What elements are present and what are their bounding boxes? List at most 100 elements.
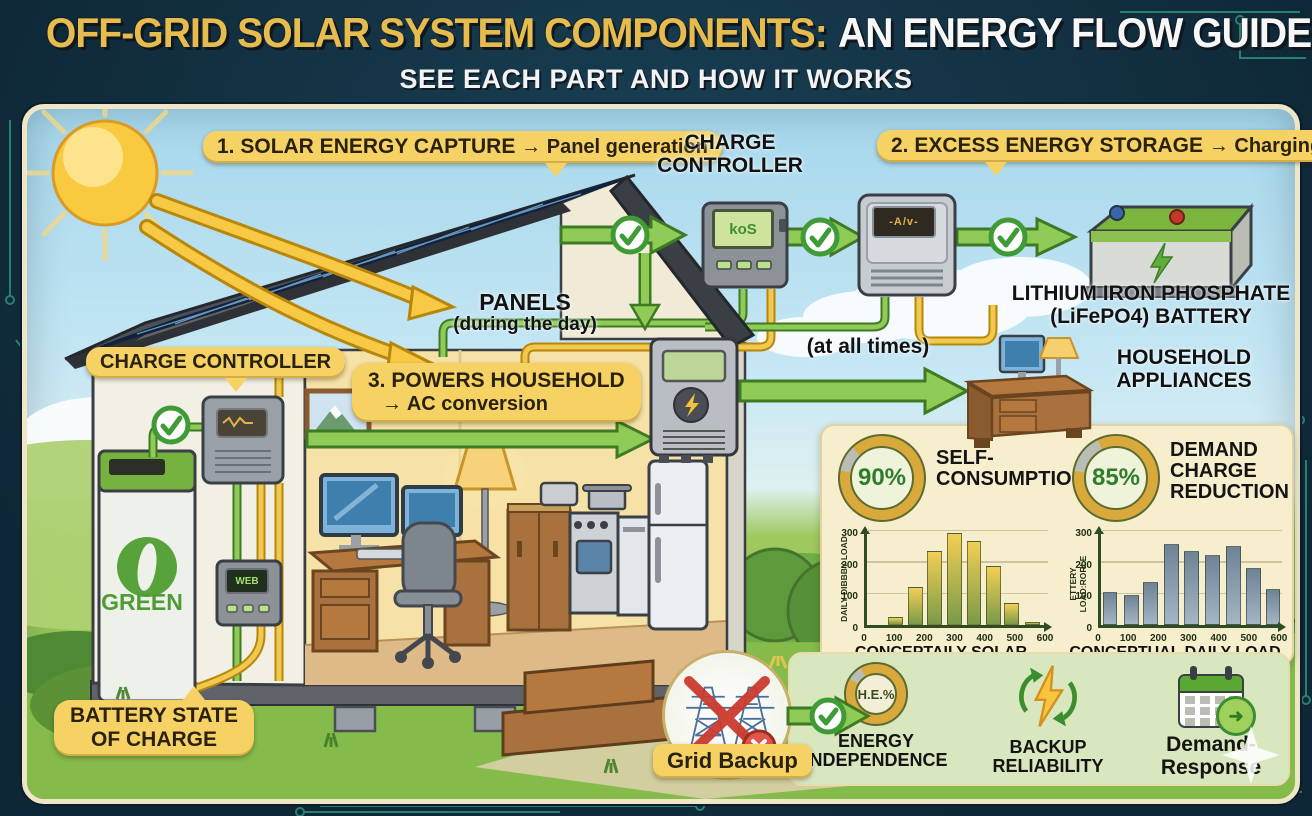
x-tick-label: 400 bbox=[1210, 633, 1227, 644]
stats-panel: 90% SELF- CONSUMPTION 85% DEMAND CHARGE … bbox=[820, 424, 1294, 666]
bar bbox=[927, 550, 943, 625]
bar bbox=[1205, 555, 1221, 625]
callout-step3: 3. POWERS HOUSEHOLD → AC conversion bbox=[352, 363, 641, 422]
label-panels: PANELS (during the day) bbox=[453, 289, 597, 335]
inverter-screen: -A/v- bbox=[872, 206, 936, 238]
demand-charge-pct: 85% bbox=[1084, 446, 1148, 510]
he-pct-text: H.E.% bbox=[855, 673, 897, 715]
x-tick-label: 0 bbox=[861, 633, 867, 644]
x-tick-label: 300 bbox=[1180, 633, 1197, 644]
x-tick-label: 500 bbox=[1240, 633, 1258, 644]
self-consumption-label: SELF- CONSUMPTION bbox=[936, 447, 1086, 490]
benefit-energy-independence: H.E.% ENERGY INDEPENDENCE bbox=[792, 662, 960, 771]
callout-step2: 2. EXCESS ENERGY STORAGE → Charging bbox=[877, 130, 1312, 176]
bar bbox=[947, 533, 962, 625]
infographic-panel bbox=[22, 104, 1300, 804]
lifepo4-battery bbox=[1086, 202, 1255, 298]
green-battery-tower bbox=[97, 449, 197, 703]
bar bbox=[907, 587, 923, 625]
benefit-demand-response: ➜ Demand-Response bbox=[1136, 662, 1286, 779]
x-tick-label: 600 bbox=[1036, 633, 1054, 644]
x-tick-label: 100 bbox=[885, 633, 903, 644]
checkmark-circles bbox=[151, 215, 1028, 445]
bar bbox=[888, 617, 904, 625]
y-tick-label: 0 bbox=[852, 623, 858, 634]
x-tick-label: 300 bbox=[946, 633, 963, 644]
bar bbox=[1102, 591, 1118, 625]
bar bbox=[1143, 582, 1159, 625]
calendar-arrow-icon: ➜ bbox=[1216, 696, 1256, 736]
y-tick-label: 300 bbox=[1075, 528, 1092, 539]
step3-line1: 3. POWERS HOUSEHOLD bbox=[368, 369, 625, 392]
bar bbox=[1004, 602, 1020, 625]
solar-chart-plot bbox=[860, 526, 1052, 632]
self-consumption-gauge: 90% bbox=[838, 434, 926, 522]
gridline bbox=[867, 529, 1048, 531]
x-tick-label: 600 bbox=[1270, 633, 1288, 644]
label-at-all-times: (at all times) bbox=[806, 335, 930, 358]
cables bbox=[438, 289, 998, 371]
load-chart-plot bbox=[1094, 526, 1286, 632]
bar bbox=[1226, 545, 1242, 625]
callout-battery-soc: BATTERY STATE OF CHARGE bbox=[54, 686, 254, 756]
bar bbox=[1245, 568, 1261, 625]
y-tick-label: 300 bbox=[841, 528, 858, 539]
label-battery: LITHIUM IRON PHOSPHATE (LiFePO4) BATTERY bbox=[1011, 282, 1291, 328]
step2-rest: → Charging bbox=[1208, 135, 1312, 157]
sun bbox=[27, 109, 194, 262]
scene-illustration bbox=[27, 109, 1295, 799]
step1-rest: → Panel generation bbox=[521, 136, 708, 158]
solar-chart-xticks: 0 100 200 300 400 500 600 bbox=[861, 633, 1053, 645]
callout-charge-controller-wall: CHARGE CONTROLLER bbox=[86, 347, 346, 392]
charge-controller-screen: koS bbox=[712, 209, 774, 249]
y-tick-label: 100 bbox=[1075, 591, 1092, 603]
bar bbox=[1164, 544, 1180, 625]
bar bbox=[1265, 588, 1281, 625]
bar bbox=[1025, 621, 1041, 625]
page-title: OFF-GRID SOLAR SYSTEM COMPONENTS:AN ENER… bbox=[45, 9, 1312, 56]
fridge bbox=[647, 459, 709, 631]
x-tick-label: 0 bbox=[1095, 633, 1101, 644]
page-subtitle: SEE EACH PART AND HOW IT WORKS bbox=[399, 64, 913, 94]
energy-independence-gauge-icon: H.E.% bbox=[844, 662, 908, 726]
calendar-icon: ➜ bbox=[1178, 666, 1256, 736]
callout-step1: 1. SOLAR ENERGY CAPTURE → Panel generati… bbox=[203, 131, 722, 177]
load-chart-xticks: 0 100 200 300 400 500 600 bbox=[1095, 633, 1287, 645]
charge-controller-device-wall bbox=[201, 395, 285, 485]
benefit-backup-reliability: BACKUP RELIABILITY bbox=[964, 662, 1132, 777]
demand-charge-label: DEMAND CHARGE REDUCTION bbox=[1170, 439, 1289, 503]
x-tick-label: 200 bbox=[915, 633, 933, 644]
x-tick-label: 400 bbox=[976, 633, 993, 644]
bar bbox=[1123, 594, 1139, 625]
gridline bbox=[1101, 529, 1282, 531]
bar bbox=[986, 566, 1002, 625]
x-tick-label: 100 bbox=[1119, 633, 1137, 644]
bolt-cycle-icon bbox=[1019, 665, 1077, 727]
self-consumption-pct: 90% bbox=[850, 446, 914, 510]
battery-monitor-screen: WEB bbox=[225, 568, 269, 594]
step2-bold: 2. EXCESS ENERGY STORAGE bbox=[891, 134, 1203, 157]
bar bbox=[966, 541, 982, 625]
x-tick-label: 200 bbox=[1149, 633, 1167, 644]
callout-grid-backup: Grid Backup bbox=[653, 744, 812, 778]
y-tick-label: 200 bbox=[841, 559, 858, 571]
wall-inverter-device bbox=[649, 337, 739, 463]
x-tick-label: 500 bbox=[1006, 633, 1024, 644]
title-white: AN ENERGY FLOW GUIDE bbox=[837, 9, 1312, 56]
bar bbox=[1184, 550, 1199, 625]
load-chart-yticks: 0 100 200 300 bbox=[1062, 528, 1095, 634]
title-gold: OFF-GRID SOLAR SYSTEM COMPONENTS: bbox=[45, 9, 828, 56]
y-tick-label: 0 bbox=[1086, 623, 1092, 634]
step1-bold: 1. SOLAR ENERGY CAPTURE bbox=[217, 135, 516, 158]
y-tick-label: 200 bbox=[1075, 559, 1092, 571]
label-green-brand: GREEN bbox=[101, 589, 183, 615]
sun-arrows bbox=[139, 193, 458, 378]
benefits-strip: H.E.% ENERGY INDEPENDENCE BACKUP RELIABI… bbox=[788, 652, 1290, 786]
step3-line2: → AC conversion bbox=[382, 393, 548, 415]
label-charge-controller-top: CHARGE CONTROLLER bbox=[657, 131, 803, 177]
demand-charge-gauge: 85% bbox=[1072, 434, 1160, 522]
label-household-appliances: HOUSEHOLD APPLIANCES bbox=[1116, 346, 1252, 392]
